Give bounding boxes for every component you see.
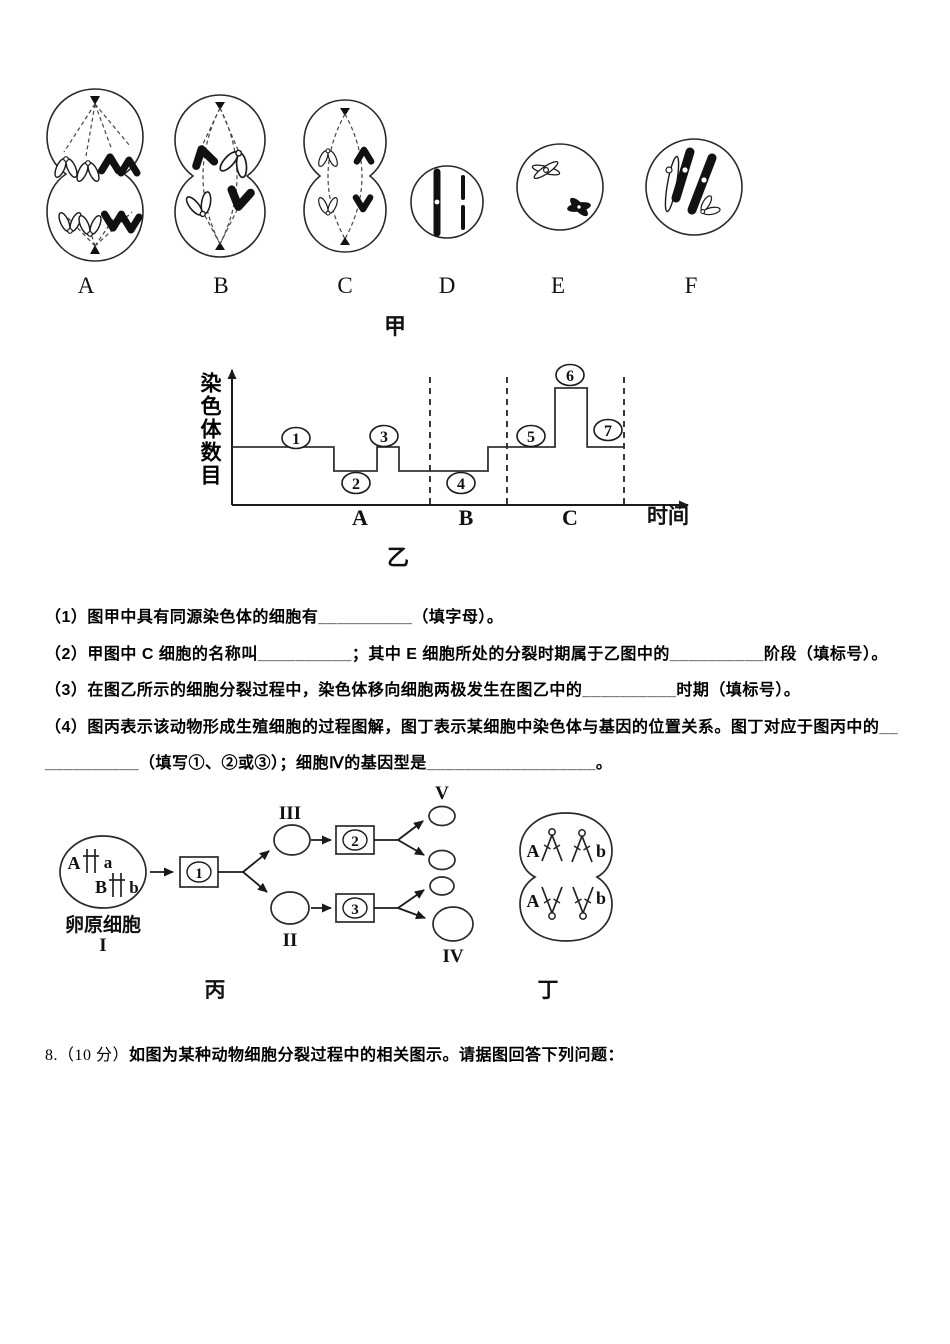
spindle-fibers [327, 113, 363, 240]
box-number: 1 [195, 866, 203, 882]
phase-label-B: B [459, 505, 474, 530]
figure-bing: A a B b 卵原细胞 I 1 III II [59, 783, 474, 1002]
point-label: 5 [527, 429, 535, 446]
cell-IV [432, 906, 474, 942]
point-label: 4 [457, 476, 465, 493]
question-4-line1: （4）图丙表示该动物形成生殖细胞的过程图解，图丁表示某细胞中染色体与基因的位置关… [45, 719, 899, 736]
box-number: 2 [351, 834, 359, 850]
chart-caption: 乙 [387, 545, 409, 570]
cell-label-A: A [78, 273, 95, 298]
figure-ding-caption: 丁 [538, 979, 559, 1002]
cell-II [270, 891, 310, 925]
gene-label: a [104, 853, 113, 872]
cell-label-F: F [685, 273, 698, 298]
process-box-1: 1 [179, 856, 219, 888]
process-box-3: 3 [335, 893, 375, 923]
spindle-pole-icon [215, 242, 225, 250]
branch-arrow-up [242, 850, 270, 873]
chart-point-marker-7: 7 [593, 418, 623, 442]
figure-ding: A b A b 丁 [519, 812, 613, 1002]
gene-label: A [527, 891, 540, 911]
box-number: 3 [351, 902, 359, 918]
chromosome-step-line [232, 387, 624, 472]
numeral-III: III [279, 803, 301, 824]
branch-arrow-down [397, 839, 425, 856]
gene-label: A [527, 841, 540, 861]
figure-bing-caption: 丙 [205, 979, 226, 1002]
chromosome-pair-bottom [109, 873, 125, 897]
gene-label: b [129, 878, 138, 897]
figure-jia: A B C D E F 甲 [46, 88, 743, 339]
chart-point-marker-2: 2 [341, 471, 371, 495]
chart-point-marker-3: 3 [369, 424, 399, 448]
chart-point-marker-4: 4 [446, 471, 476, 495]
cell-B [174, 94, 266, 258]
cell-A [46, 88, 144, 262]
cell-label-B: B [213, 273, 228, 298]
chart-point-marker-6: 6 [555, 363, 585, 387]
point-label: 6 [566, 368, 574, 385]
phase-label-A: A [352, 505, 368, 530]
cell-D [410, 165, 484, 239]
oogonium-label: 卵原细胞 [65, 913, 141, 936]
chart-point-marker-5: 5 [516, 424, 546, 448]
spindle-pole-icon [215, 102, 225, 110]
chart-yi: 1 2 3 4 5 6 7 [227, 363, 689, 570]
gene-label: b [596, 888, 606, 908]
gene-label: B [95, 877, 107, 897]
spindle-fibers [201, 107, 240, 245]
question-8: 8.（10 分）如图为某种动物细胞分裂过程中的相关图示。请据图回答下列问题： [45, 1041, 925, 1065]
cell-III [273, 824, 311, 856]
question-8-number: 8.（10 分） [45, 1047, 130, 1064]
numeral-II: II [283, 930, 298, 951]
branch-arrow-up [397, 820, 424, 841]
branch-arrow-down [242, 871, 268, 893]
process-box-2: 2 [335, 825, 375, 855]
point-label: 2 [352, 476, 360, 493]
cell-V [428, 805, 456, 827]
question-4-line2: __________（填写①、②或③）；细胞Ⅳ的基因型是____________… [45, 755, 613, 772]
cell-label-D: D [439, 273, 456, 298]
question-2: （2）甲图中 C 细胞的名称叫__________；其中 E 细胞所处的分裂时期… [45, 646, 888, 663]
spindle-pole-icon [90, 96, 100, 105]
point-label: 7 [604, 423, 612, 440]
cell-E [516, 143, 604, 231]
figure-jia-caption: 甲 [384, 314, 406, 339]
point-label: 3 [380, 429, 388, 446]
gene-label: A [68, 853, 81, 873]
point-label: 1 [292, 431, 300, 448]
gene-label: b [596, 841, 606, 861]
phase-label-C: C [562, 505, 578, 530]
question-3: （3）在图乙所示的细胞分裂过程中，染色体移向细胞两极发生在图乙中的_______… [45, 682, 801, 699]
spindle-pole-icon [340, 108, 350, 116]
x-axis-label: 时间 [647, 505, 689, 528]
polar-body-cell [429, 876, 455, 896]
numeral-IV: IV [442, 946, 463, 967]
chromosome-pair-top [83, 849, 99, 873]
dividing-cell-outline [519, 812, 613, 942]
question-1: （1）图甲中具有同源染色体的细胞有__________（填字母）。 [45, 609, 504, 626]
question-8-text: 如图为某种动物细胞分裂过程中的相关图示。请据图回答下列问题： [129, 1047, 625, 1064]
chart-point-marker-1: 1 [281, 426, 311, 450]
numeral-V: V [435, 783, 449, 804]
polar-body-cell [428, 849, 456, 871]
spindle-pole-icon [340, 237, 350, 245]
cell-F [645, 138, 743, 236]
spindle-pole-icon [90, 245, 100, 254]
branch-arrow-down [397, 907, 426, 920]
numeral-I: I [99, 935, 106, 956]
chart-y-axis-label: 染色体数目 [198, 372, 221, 487]
cell-C [303, 99, 387, 253]
branch-arrow-up [397, 889, 425, 909]
oogonium-cell [59, 835, 147, 909]
cell-label-C: C [337, 273, 352, 298]
cell-label-E: E [551, 273, 565, 298]
